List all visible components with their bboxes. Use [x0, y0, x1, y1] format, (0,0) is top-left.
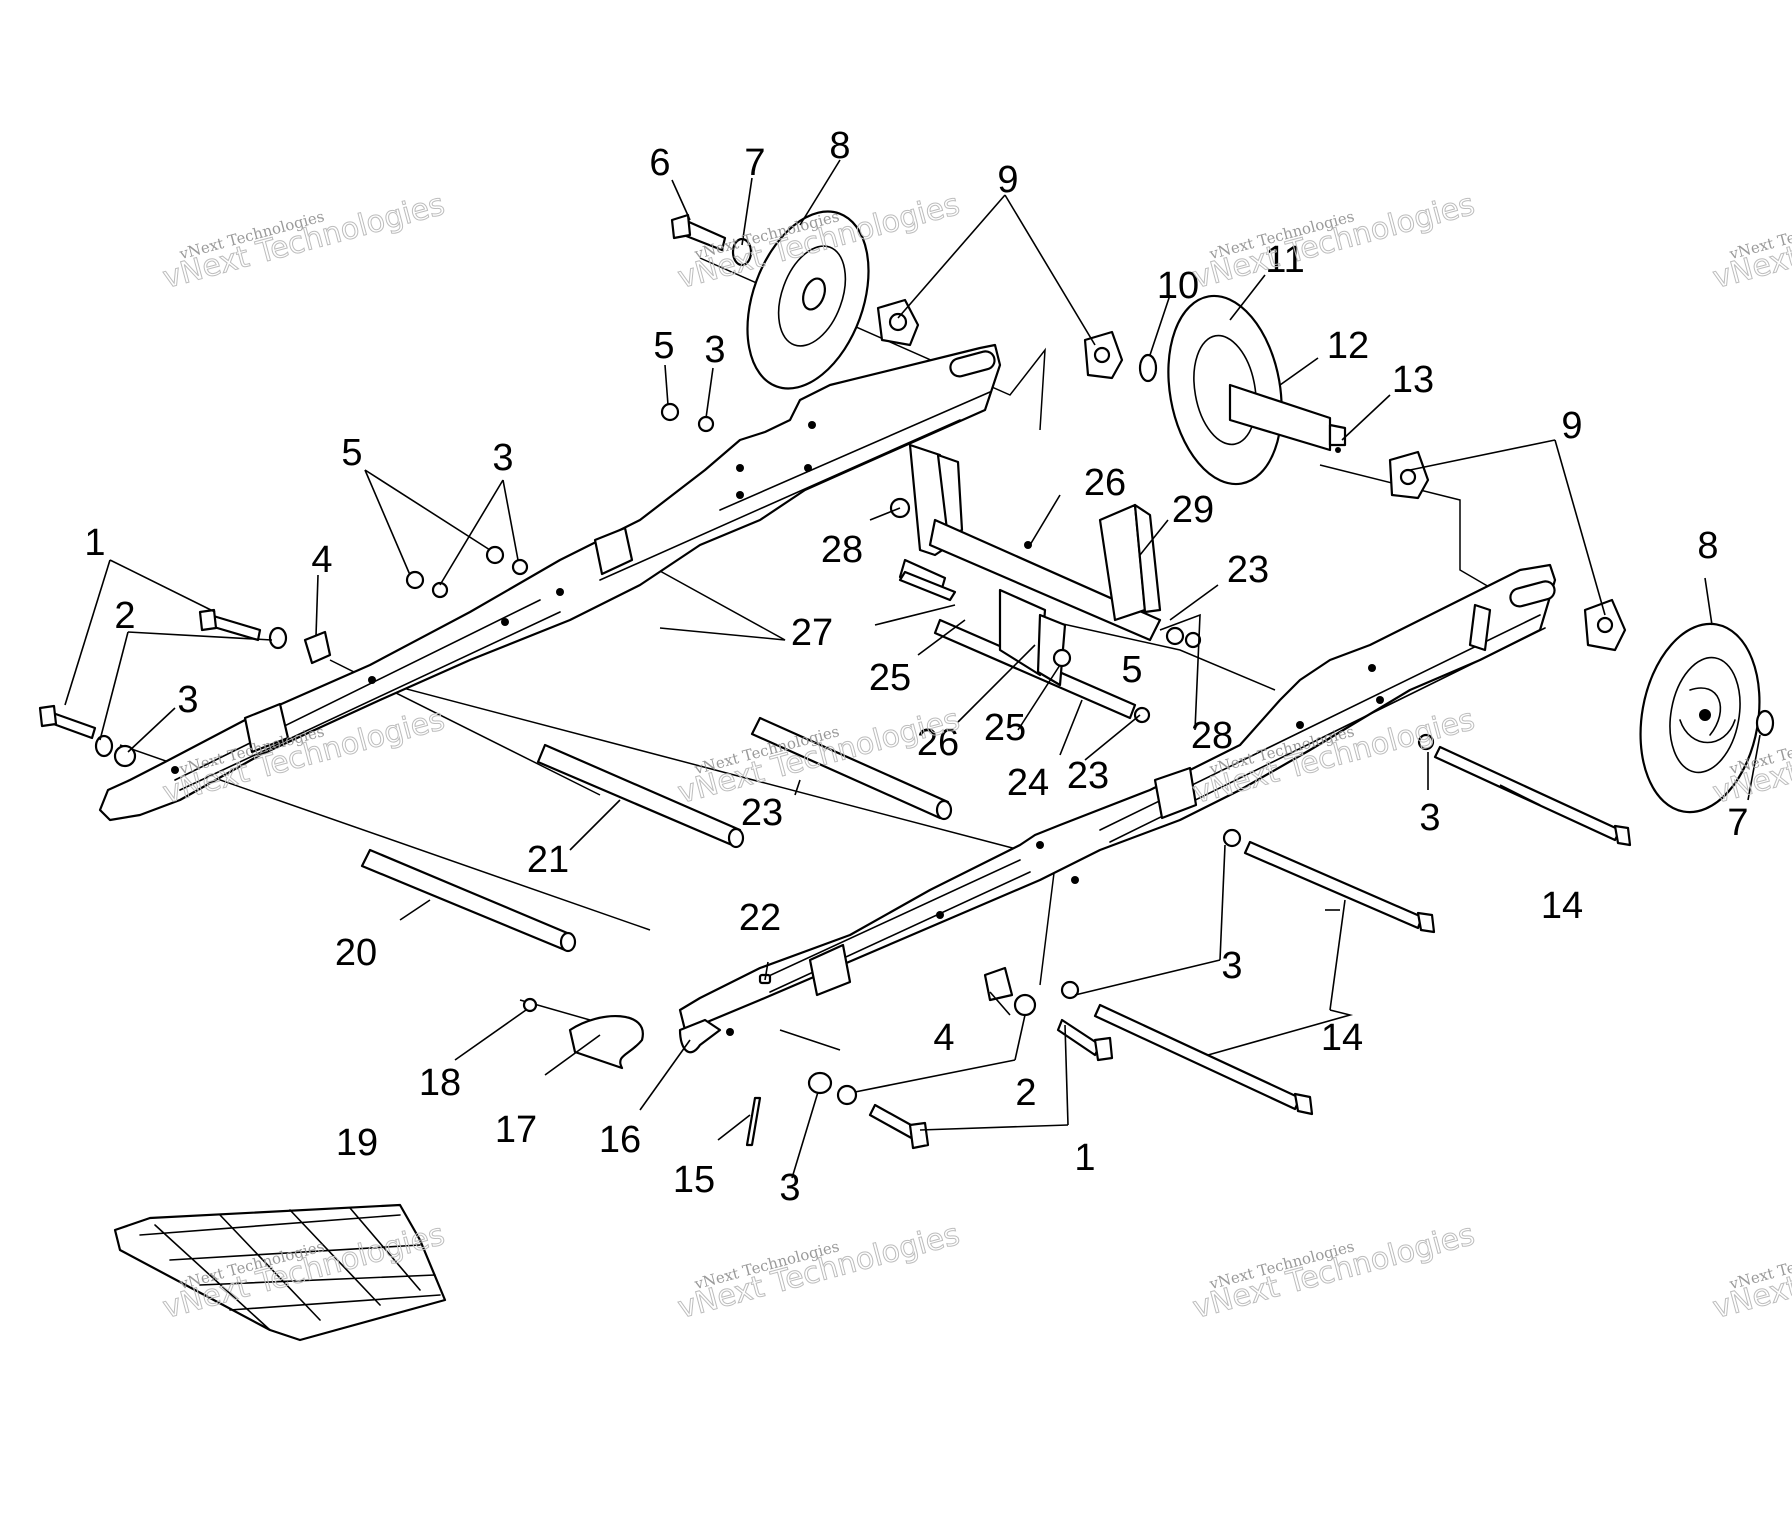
callout-19: 19	[336, 1122, 378, 1164]
leader-lines	[64, 159, 1761, 1179]
callout-28-left: 28	[821, 529, 863, 571]
track-section	[113, 1203, 447, 1342]
callout-3-left: 3	[177, 679, 198, 721]
shafts	[360, 716, 953, 953]
callout-2-lower: 2	[1015, 1072, 1036, 1114]
callout-14-right: 14	[1541, 885, 1583, 927]
callout-17: 17	[495, 1109, 537, 1151]
hardware	[38, 402, 1435, 1150]
callout-4-left: 4	[311, 539, 332, 581]
callout-7-top: 7	[744, 142, 765, 184]
callout-2-left: 2	[114, 595, 135, 637]
rear-axle-assembly	[898, 558, 1137, 720]
callout-28-right: 28	[1191, 715, 1233, 757]
long-bolts	[1093, 745, 1632, 1116]
callout-13: 13	[1392, 359, 1434, 401]
callout-23-shaft: 23	[741, 792, 783, 834]
callout-8-right: 8	[1697, 525, 1718, 567]
callout-10: 10	[1157, 265, 1199, 307]
callout-4-lower: 4	[933, 1017, 954, 1059]
callout-3-upper: 3	[492, 437, 513, 479]
callout-18: 18	[419, 1062, 461, 1104]
callout-3-bottom: 3	[779, 1167, 800, 1209]
callout-3-top: 3	[704, 329, 725, 371]
idler-wheel-right	[1639, 622, 1775, 814]
callout-26-bottom: 26	[917, 722, 959, 764]
callout-12: 12	[1327, 325, 1369, 367]
callout-11: 11	[1265, 239, 1304, 281]
center-arm	[889, 443, 1185, 646]
right-rail	[678, 563, 1557, 1036]
callout-26-top: 26	[1084, 462, 1126, 504]
callout-1-left: 1	[84, 522, 105, 564]
callout-15: 15	[673, 1159, 715, 1201]
callout-22: 22	[739, 897, 781, 939]
slide-ends	[568, 1014, 722, 1070]
callout-3-lower-right: 3	[1221, 945, 1242, 987]
callout-27: 27	[791, 612, 833, 654]
callout-5-center: 5	[1121, 649, 1142, 691]
callout-7-right: 7	[1727, 802, 1748, 844]
callout-3-right-rail: 3	[1419, 797, 1440, 839]
callout-20: 20	[335, 932, 377, 974]
callout-6: 6	[649, 142, 670, 184]
left-rail	[98, 343, 1002, 822]
part-labels: 1 2 3 4 5 3 5 3 6 7 8 9 10 11 12 13 9 26…	[84, 125, 1748, 1209]
callout-5-top: 5	[653, 325, 674, 367]
callout-21: 21	[527, 839, 569, 881]
callout-8-top: 8	[829, 125, 850, 167]
callout-16: 16	[599, 1119, 641, 1161]
idler-wheel-upper-left	[670, 210, 870, 390]
callout-23-top: 23	[1227, 549, 1269, 591]
callout-24: 24	[1007, 762, 1049, 804]
callout-25-left: 25	[869, 657, 911, 699]
callout-25-right: 25	[984, 707, 1026, 749]
callout-23-middle: 23	[1067, 755, 1109, 797]
callout-9-top: 9	[997, 159, 1018, 201]
callout-14-lower: 14	[1321, 1017, 1363, 1059]
rear-wheel-axle	[1138, 294, 1347, 486]
callout-9-right: 9	[1561, 405, 1582, 447]
callout-29: 29	[1172, 489, 1214, 531]
callout-1-lower: 1	[1074, 1137, 1095, 1179]
callout-5-left: 5	[341, 432, 362, 474]
